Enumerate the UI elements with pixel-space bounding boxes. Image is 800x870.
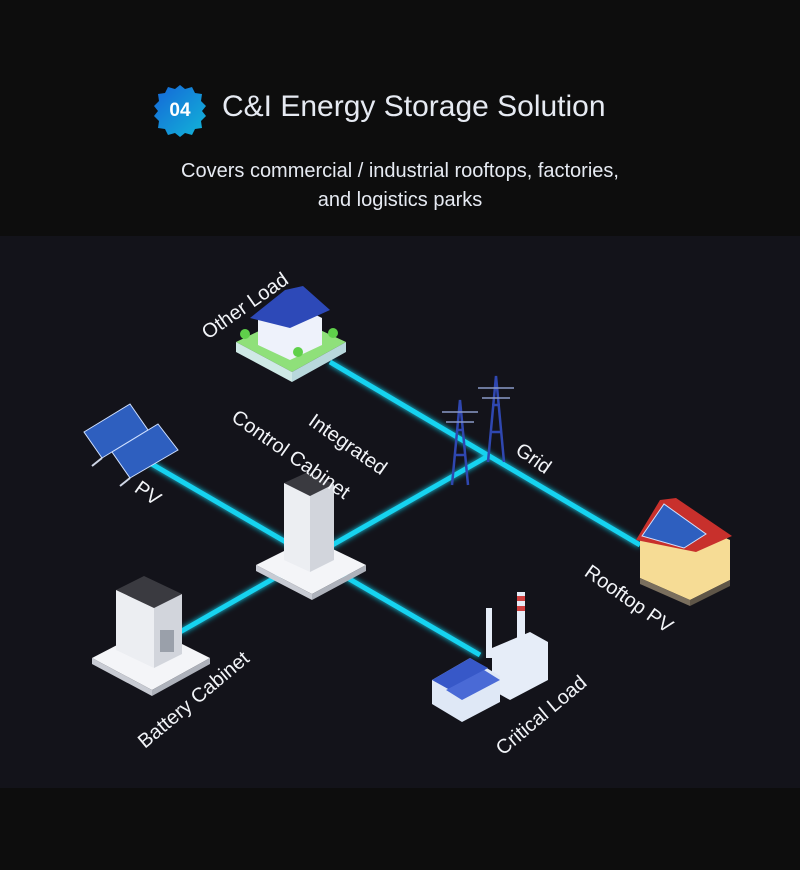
header: 04 C&I Energy Storage Solution Covers co… (0, 0, 800, 236)
house-icon (236, 286, 346, 382)
solar-panel-icon (83, 403, 179, 487)
line-battery-cabinet-grid (178, 452, 492, 635)
subtitle-line-1: Covers commercial / industrial rooftops,… (181, 160, 619, 182)
page-subtitle: Covers commercial / industrial rooftops,… (100, 157, 700, 215)
badge-scalloped-icon (154, 85, 206, 137)
line-otherload-grid-rooftop (328, 359, 642, 548)
section-number-badge: 04 (152, 83, 208, 139)
factory-icon (432, 592, 548, 722)
battery-cabinet-icon (92, 576, 210, 696)
subtitle-line-2: and logistics parks (317, 189, 483, 211)
badge-number: 04 (169, 100, 191, 121)
control-cabinet-icon (256, 472, 366, 600)
rooftop-pv-house-icon (636, 498, 732, 606)
page-title: C&I Energy Storage Solution (222, 90, 606, 123)
energy-diagram: Other Load PV Integrated Control Cabinet… (0, 236, 800, 788)
power-tower-icon (442, 375, 514, 486)
diagram-canvas (83, 286, 732, 722)
